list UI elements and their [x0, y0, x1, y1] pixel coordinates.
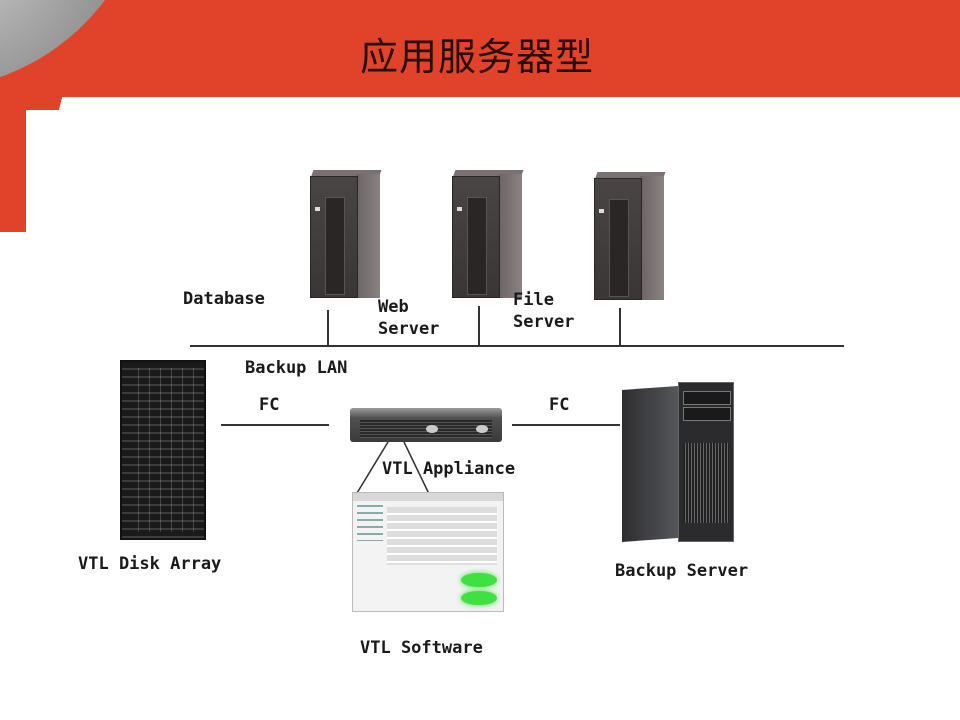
- fc-right-line: [512, 424, 620, 426]
- left-accent-bar: [0, 97, 26, 232]
- fc-left-label: FC: [259, 395, 280, 415]
- vtl-disk-array-icon: [120, 360, 206, 540]
- slide-title: 应用服务器型: [360, 35, 595, 79]
- vtl-software-label: VTL Software: [360, 638, 483, 658]
- vtl-software-screenshot: [352, 492, 504, 612]
- backup-lan-label: Backup LAN: [245, 358, 348, 378]
- database-label: Database: [183, 289, 265, 309]
- web-server-label: Web Server: [378, 297, 440, 339]
- backup-lan-line: [190, 345, 844, 347]
- appliance-software-connector: [353, 441, 431, 499]
- title-banner: [0, 0, 960, 97]
- vtl-appliance-icon: [350, 408, 502, 442]
- corner-decoration: [0, 0, 160, 97]
- database-drop-line: [327, 310, 329, 346]
- vtl-disk-array-label: VTL Disk Array: [78, 554, 222, 574]
- status-indicator: [461, 591, 497, 605]
- web-server-icon: [452, 170, 524, 298]
- backup-server-label: Backup Server: [615, 561, 749, 581]
- file-server-icon: [594, 172, 666, 300]
- fc-left-line: [221, 424, 329, 426]
- status-indicator: [461, 573, 497, 587]
- backup-server-icon: [622, 382, 734, 542]
- database-server-icon: [310, 170, 382, 298]
- file-server-label: File Server: [513, 290, 575, 332]
- vtl-appliance-label: VTL Appliance: [382, 459, 516, 479]
- fc-right-label: FC: [549, 395, 570, 415]
- web-drop-line: [478, 306, 480, 346]
- file-drop-line: [619, 308, 621, 346]
